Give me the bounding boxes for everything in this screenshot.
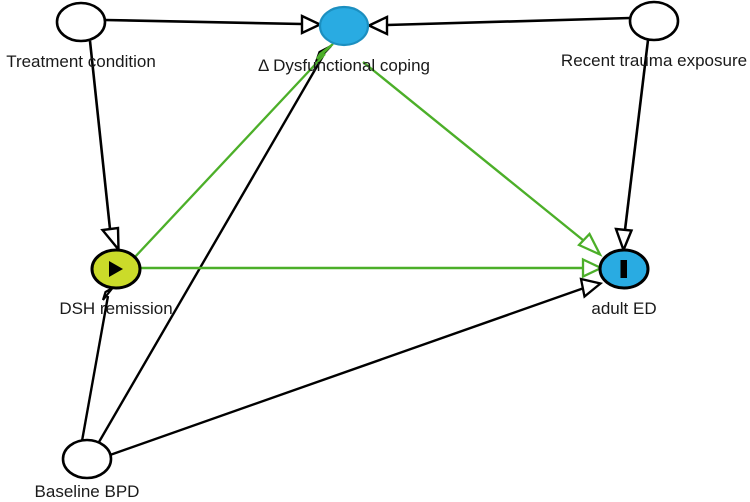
adult-ed-label: adult ED (591, 299, 656, 318)
node-treatment-condition[interactable]: Treatment condition (6, 1, 156, 71)
delta-dysfunctional-coping-label: Δ Dysfunctional coping (258, 56, 430, 75)
node-dsh-remission[interactable]: DSH remission (59, 248, 173, 318)
delta-dysfunctional-coping-ellipse[interactable] (318, 5, 370, 47)
recent-trauma-exposure-label: Recent trauma exposure (561, 51, 747, 70)
edge-bpd-to-coping (97, 45, 332, 443)
baseline-bpd-label: Baseline BPD (35, 482, 140, 501)
node-adult-ed[interactable]: adult ED (591, 248, 657, 318)
baseline-bpd-ellipse[interactable] (61, 438, 113, 480)
recent-trauma-exposure-ellipse[interactable] (628, 0, 680, 42)
edge-treatment-to-dsh (88, 40, 120, 253)
edge-trauma-to-coping (366, 15, 631, 36)
treatment-condition-label: Treatment condition (6, 52, 156, 71)
dsh-remission-label: DSH remission (59, 299, 172, 318)
node-baseline-bpd[interactable]: Baseline BPD (35, 438, 140, 501)
node-delta-dysfunctional-coping[interactable]: Δ Dysfunctional coping (258, 5, 430, 75)
node-recent-trauma-exposure[interactable]: Recent trauma exposure (561, 0, 747, 70)
edge-bpd-to-adulted (109, 277, 604, 457)
edge-coping-to-adulted (362, 61, 603, 257)
edge-dsh-to-adulted (140, 257, 604, 279)
edge-bpd-to-dsh (80, 287, 114, 442)
edge-trauma-to-adulted (614, 39, 650, 254)
edge-treatment-to-coping (104, 14, 323, 35)
edge-dsh-to-coping (133, 43, 334, 259)
treatment-condition-ellipse[interactable] (55, 1, 107, 43)
outcome-bar-icon (620, 260, 627, 278)
exposure-triangle-icon (109, 261, 123, 277)
